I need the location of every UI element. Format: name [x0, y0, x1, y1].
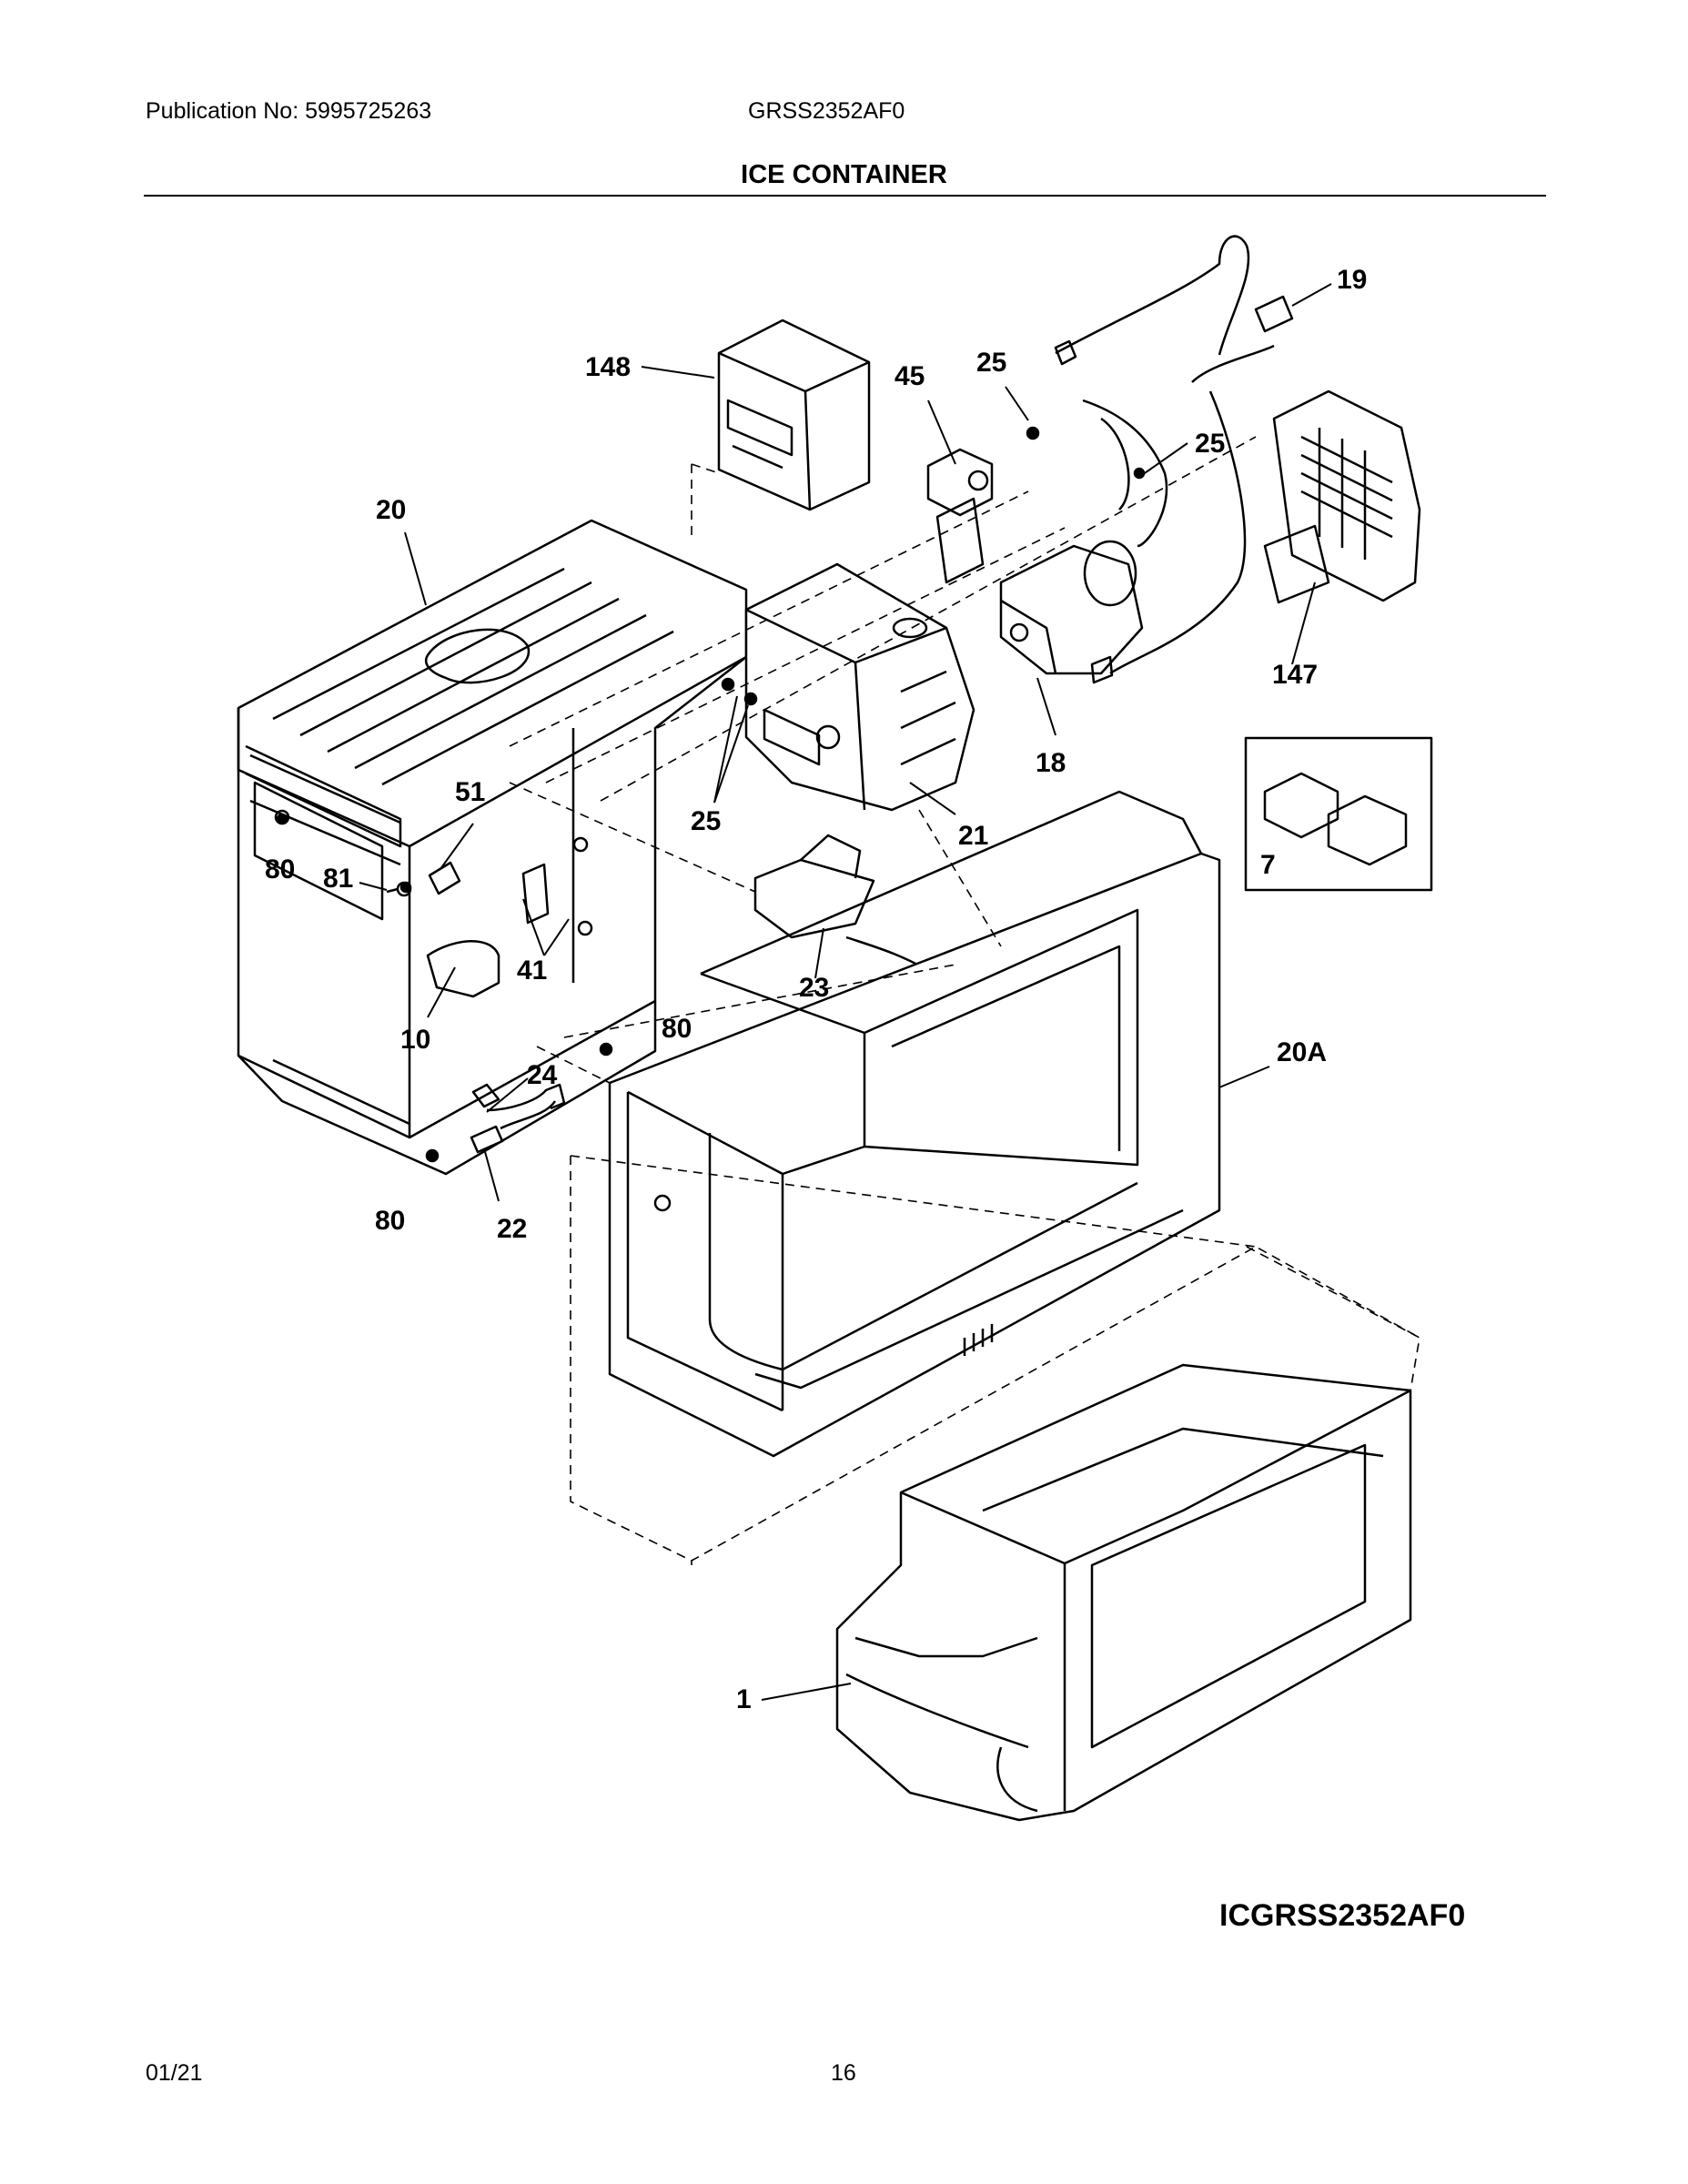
part-23-funnel — [753, 834, 948, 986]
leader-lines — [359, 283, 1332, 1701]
callout-25-right: 25 — [1195, 429, 1225, 459]
callout-19: 19 — [1337, 265, 1367, 295]
footer-date: 01/21 — [146, 2060, 203, 2086]
model-number: GRSS2352AF0 — [748, 98, 905, 124]
part-19-harness — [1054, 235, 1294, 675]
callout-23: 23 — [799, 973, 829, 1003]
part-24-22-sensors — [470, 1083, 566, 1154]
callout-41: 41 — [517, 956, 547, 986]
publication-number: Publication No: 5995725263 — [146, 98, 432, 124]
callout-51: 51 — [455, 777, 485, 807]
diagram-identifier: ICGRSS2352AF0 — [1219, 1898, 1466, 1933]
callout-80-mid: 80 — [662, 1014, 692, 1044]
callout-25-mid: 25 — [691, 806, 721, 836]
callout-18: 18 — [1036, 748, 1066, 778]
callout-20: 20 — [376, 495, 406, 525]
header-divider — [144, 195, 1546, 197]
callout-81: 81 — [323, 864, 353, 894]
part-20a-front-panel — [608, 790, 1221, 1458]
part-147-grid-cover — [1263, 389, 1421, 604]
assembly-dashed-lines — [509, 436, 1420, 1565]
callout-20a: 20A — [1277, 1037, 1327, 1067]
callout-7: 7 — [1260, 850, 1276, 880]
callout-147: 147 — [1272, 660, 1318, 690]
callout-25-top: 25 — [976, 348, 1006, 378]
callout-80-left: 80 — [265, 854, 295, 885]
callout-10: 10 — [400, 1025, 430, 1055]
part-20-housing — [237, 519, 748, 1176]
part-21-auger-housing — [744, 562, 975, 812]
callout-22: 22 — [497, 1214, 527, 1244]
callout-45: 45 — [895, 361, 925, 391]
part-1-ice-bucket — [835, 1363, 1412, 1822]
callout-148: 148 — [585, 352, 631, 382]
part-45-valve — [926, 426, 1040, 584]
page-number: 16 — [831, 2060, 856, 2086]
part-18-motor — [999, 540, 1144, 684]
callout-80-bottom: 80 — [375, 1206, 405, 1236]
callout-1: 1 — [736, 1684, 752, 1714]
callout-24: 24 — [527, 1060, 558, 1090]
screw-markers — [276, 427, 1146, 1163]
part-7-inset-box — [1244, 736, 1433, 892]
callout-21: 21 — [958, 821, 988, 851]
page-title: ICE CONTAINER — [741, 160, 947, 189]
part-148-cover — [717, 318, 871, 511]
